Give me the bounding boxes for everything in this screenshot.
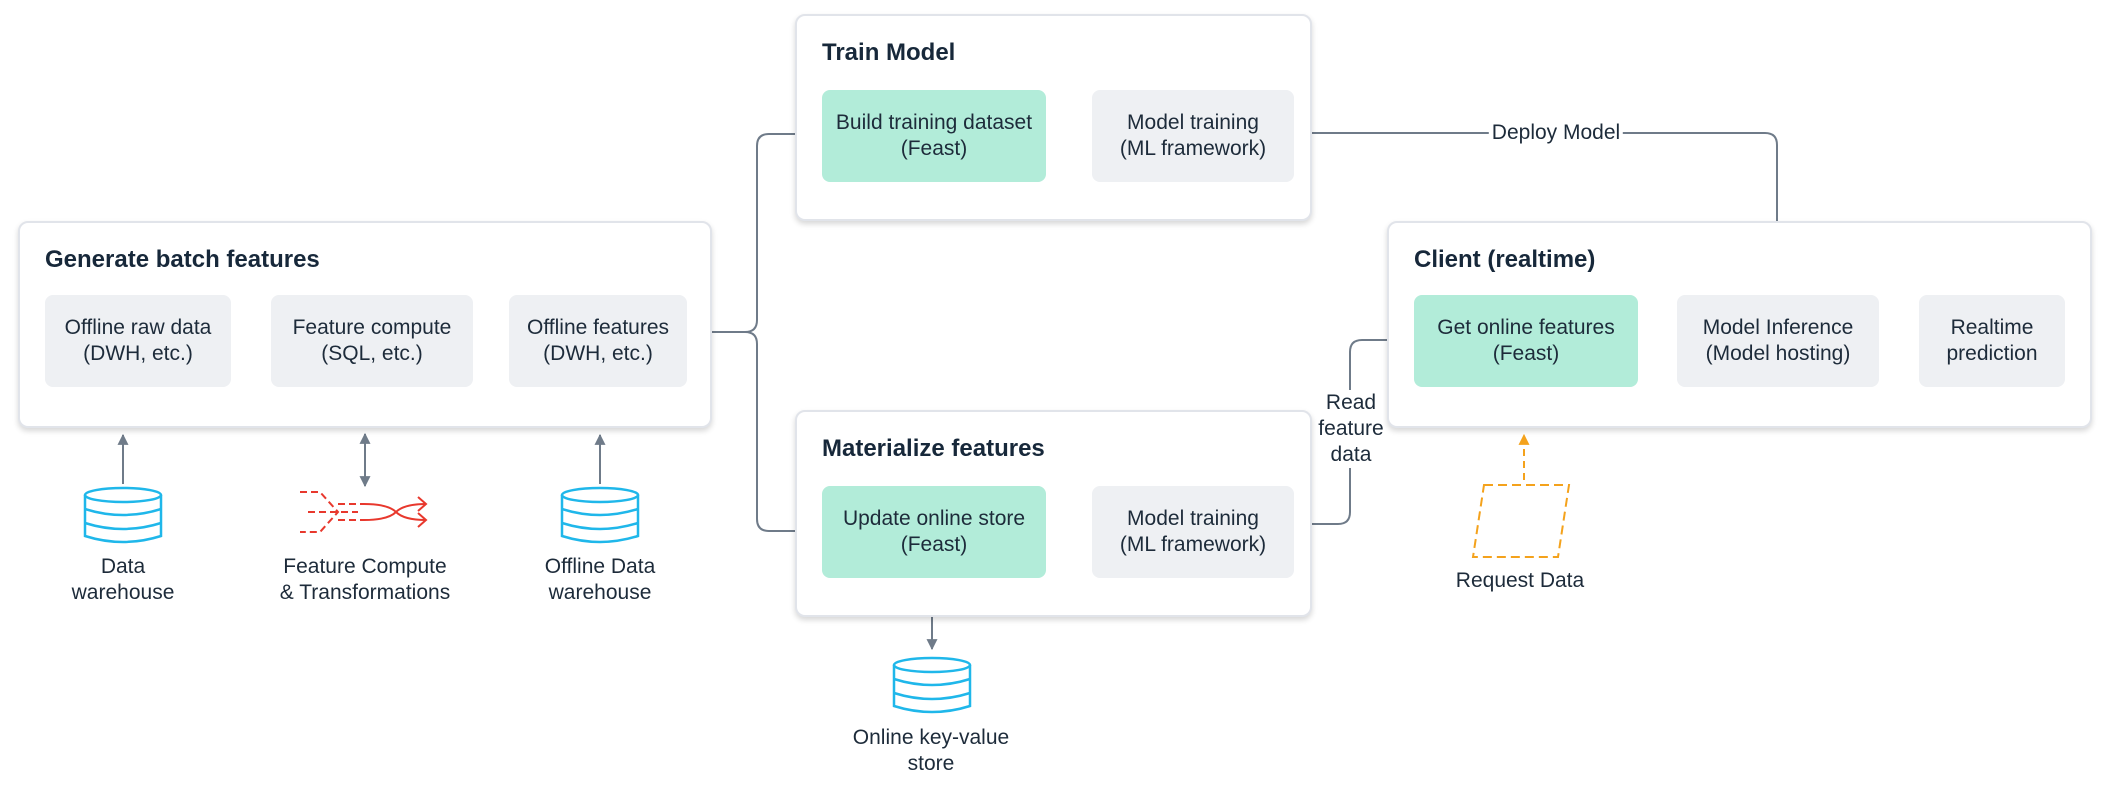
database-icon bbox=[560, 486, 640, 544]
box-label-line1: Offline features bbox=[526, 316, 670, 339]
label-line1: Feature Compute bbox=[283, 555, 447, 578]
box-label-line2: (Feast) bbox=[900, 533, 968, 556]
label-line2: warehouse bbox=[548, 581, 652, 604]
panel-materialize-features: Materialize features Update online store… bbox=[795, 410, 1312, 617]
transformation-icon bbox=[300, 491, 428, 533]
label-line1: Data bbox=[100, 555, 146, 578]
box-realtime-prediction: Realtime prediction bbox=[1919, 295, 2065, 387]
label-line1: Read bbox=[1325, 391, 1377, 414]
label-line2: feature bbox=[1318, 417, 1384, 440]
label-line1: Offline Data bbox=[544, 555, 656, 578]
box-label-line1: Model training bbox=[1127, 111, 1259, 134]
panel-title: Materialize features bbox=[822, 435, 1045, 462]
box-label-line2: (DWH, etc.) bbox=[83, 342, 193, 365]
label-line2: store bbox=[907, 752, 955, 775]
panel-generate-batch-features: Generate batch features Offline raw data… bbox=[18, 221, 712, 428]
panel-client-realtime: Client (realtime) Get online features (F… bbox=[1387, 221, 2092, 428]
box-build-training-dataset: Build training dataset (Feast) bbox=[822, 90, 1046, 182]
database-icon bbox=[83, 486, 163, 544]
box-model-training: Model training (ML framework) bbox=[1092, 486, 1294, 578]
label-line2: warehouse bbox=[71, 581, 175, 604]
box-label-line1: Build training dataset bbox=[835, 111, 1033, 134]
label-line3: data bbox=[1330, 443, 1372, 466]
box-label-line2: (ML framework) bbox=[1119, 137, 1267, 160]
box-label-line2: prediction bbox=[1946, 342, 2038, 365]
box-label-line2: (DWH, etc.) bbox=[543, 342, 653, 365]
arrow-deploy-model bbox=[1292, 132, 1783, 282]
source-label-data-warehouse: Data warehouse bbox=[72, 554, 175, 606]
label-line2: & Transformations bbox=[279, 581, 451, 604]
panel-title: Train Model bbox=[822, 39, 956, 66]
box-update-online-store: Update online store (Feast) bbox=[822, 486, 1046, 578]
box-label-line1: Model training bbox=[1127, 507, 1259, 530]
panel-title: Client (realtime) bbox=[1414, 246, 1596, 273]
source-label-online-key-value-store: Online key-value store bbox=[853, 725, 1009, 777]
box-offline-features: Offline features (DWH, etc.) bbox=[509, 295, 687, 387]
box-get-online-features: Get online features (Feast) bbox=[1414, 295, 1638, 387]
box-model-training: Model training (ML framework) bbox=[1092, 90, 1294, 182]
box-model-inference: Model Inference (Model hosting) bbox=[1677, 295, 1879, 387]
database-icon bbox=[892, 656, 972, 714]
edge-label-deploy-model: Deploy Model bbox=[1488, 120, 1624, 146]
label-line1: Online key-value bbox=[852, 726, 1010, 749]
source-label-request-data: Request Data bbox=[1455, 569, 1585, 592]
arrow-batch-to-materialize bbox=[744, 331, 820, 537]
box-label-line1: Feature compute bbox=[292, 316, 452, 339]
box-label-line1: Offline raw data bbox=[64, 316, 212, 339]
box-label-line2: (SQL, etc.) bbox=[321, 342, 423, 365]
box-label-line1: Update online store bbox=[842, 507, 1026, 530]
panel-title: Generate batch features bbox=[45, 246, 320, 273]
box-feature-compute: Feature compute (SQL, etc.) bbox=[271, 295, 473, 387]
box-label-line2: (Feast) bbox=[1492, 342, 1560, 365]
box-label-line1: Realtime bbox=[1950, 316, 2034, 339]
panel-train-model: Train Model Build training dataset (Feas… bbox=[795, 14, 1312, 221]
parallelogram-icon bbox=[1471, 484, 1571, 558]
box-label-line1: Model Inference bbox=[1702, 316, 1854, 339]
edge-label-read-feature-data: Read feature data bbox=[1318, 390, 1384, 468]
box-label-line2: (Model hosting) bbox=[1705, 342, 1851, 365]
source-label-offline-data-warehouse: Offline Data warehouse bbox=[545, 554, 656, 606]
source-label-feature-compute: Feature Compute & Transformations bbox=[280, 554, 450, 606]
arrow-batch-to-train bbox=[710, 128, 820, 333]
box-offline-raw-data: Offline raw data (DWH, etc.) bbox=[45, 295, 231, 387]
box-label-line2: (Feast) bbox=[900, 137, 968, 160]
box-label-line2: (ML framework) bbox=[1119, 533, 1267, 556]
box-label-line1: Get online features bbox=[1437, 316, 1615, 339]
